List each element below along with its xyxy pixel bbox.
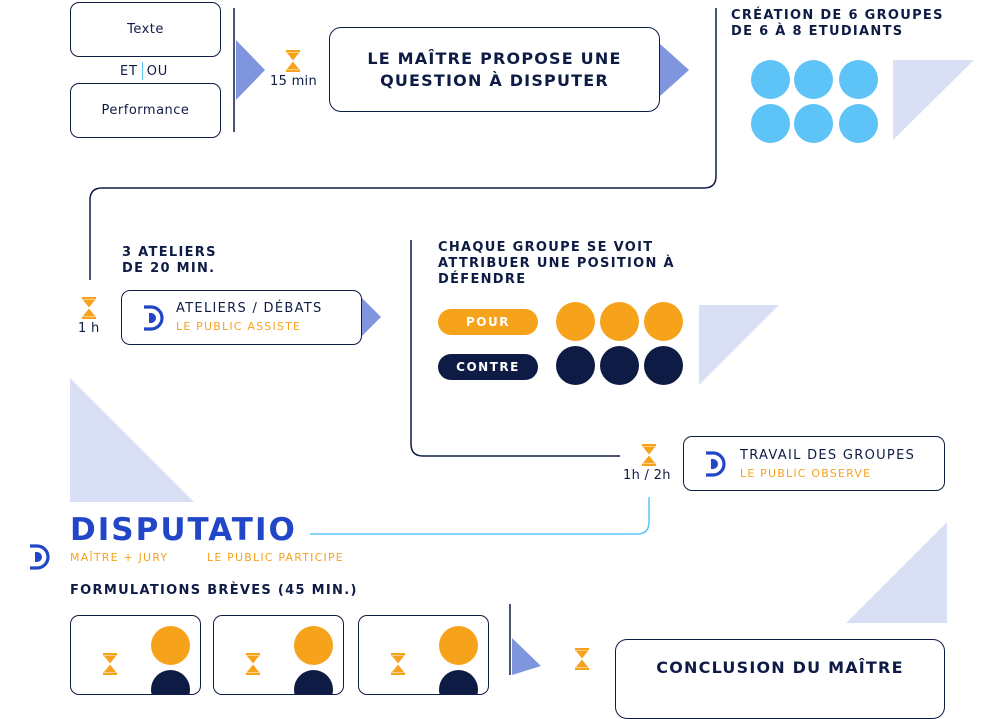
positions-heading-line3: DÉFENDRE [438,272,527,287]
flow-path-row1-to-row2 [89,8,717,280]
groups-heading-line2: DE 6 À 8 ETUDIANTS [731,24,904,39]
separator-et: ET [120,63,138,79]
workshops-card-title: ATELIERS / DÉBATS [176,301,323,316]
workshops-card: ATELIERS / DÉBATS LE PUBLIC ASSISTE [121,290,362,345]
separator-bar [141,62,143,80]
group-work-duration: 1h / 2h [623,468,671,483]
groups-heading-line1: CRÉATION DE 6 GROUPES [731,8,944,23]
flow-connectors [70,8,974,675]
decor-triangle [699,305,779,385]
option-performance-box: Performance [70,83,221,138]
conclusion-box: CONCLUSION DU MAÎTRE [615,639,945,719]
workshops-card-sub: LE PUBLIC ASSISTE [176,320,302,333]
positions-heading-line2: ATTRIBUER UNE POSITION À [438,256,675,271]
workshops-card-text: ATELIERS / DÉBATS LE PUBLIC ASSISTE [176,301,323,333]
positions-heading-line1: CHAQUE GROUPE SE VOIT [438,240,654,255]
option-performance-label: Performance [101,103,190,118]
group-work-card-sub: LE PUBLIC OBSERVE [740,467,872,480]
arrow-right-icon [362,298,381,336]
group-circle [794,104,833,143]
contre-circle [644,346,683,385]
group-work-card-text: TRAVAIL DES GROUPES LE PUBLIC OBSERVE [740,448,915,480]
arrow-right-icon [236,40,265,100]
group-circle [751,104,790,143]
workshops-heading: 3 ATELIERS DE 20 MIN. [122,245,217,277]
disputatio-logo-icon [30,544,50,570]
disputatio-sub-right: LE PUBLIC PARTICIPE [207,551,344,564]
contre-circle [600,346,639,385]
pour-circle [294,626,333,665]
step1-title-line1: LE MAÎTRE PROPOSE UNE [367,48,622,68]
workshops-duration: 1 h [78,321,100,336]
group-circle [794,60,833,99]
step1-duration: 15 min [270,74,317,89]
contre-circle [556,346,595,385]
hourglass-icon [82,297,96,319]
formulation-card [213,615,344,695]
group-circle [839,60,878,99]
option-texte-label: Texte [127,22,164,37]
hourglass-icon [642,444,656,466]
hourglass-icon [286,50,300,72]
workshops-heading-line2: DE 20 MIN. [122,261,216,276]
contre-circle [294,670,333,694]
group-circle [839,104,878,143]
pour-circle [600,302,639,341]
arrow-right-icon [659,43,689,97]
separator-ou: OU [146,63,169,79]
step1-title-box: LE MAÎTRE PROPOSE UNE QUESTION À DISPUTE… [329,27,660,112]
formulation-card [358,615,489,695]
hourglass-icon [391,653,405,675]
arrow-right-icon [512,638,541,675]
disputatio-sub-left: MAÎTRE + JURY [70,551,169,564]
group-circle [751,60,790,99]
pour-circle [439,626,478,665]
contre-label: CONTRE [456,360,520,374]
flow-path-positions [410,240,620,457]
pour-pill: POUR [438,309,538,335]
disputatio-logo-icon [144,305,164,331]
group-work-card: TRAVAIL DES GROUPES LE PUBLIC OBSERVE [683,436,945,491]
et-ou-separator: ET OU [120,62,168,80]
disputatio-title: DISPUTATIO [70,512,297,548]
disputatio-logo-icon [706,451,726,477]
pour-circle [556,302,595,341]
pour-label: POUR [466,315,510,329]
formulations-heading: FORMULATIONS BRÈVES (45 MIN.) [70,583,358,598]
decor-triangle [846,522,947,623]
decor-triangle [70,378,194,502]
option-texte-box: Texte [70,2,221,57]
formulation-card [70,615,201,695]
group-work-card-title: TRAVAIL DES GROUPES [740,448,916,463]
pour-circle [644,302,683,341]
flow-path-to-disputatio [310,497,650,535]
groups-heading: CRÉATION DE 6 GROUPES DE 6 À 8 ETUDIANTS [731,8,944,40]
pour-circle [151,626,190,665]
step1-title-line2: QUESTION À DISPUTER [380,70,609,90]
workshops-heading-line1: 3 ATELIERS [122,245,217,260]
contre-pill: CONTRE [438,354,538,380]
conclusion-title: CONCLUSION DU MAÎTRE [656,658,904,677]
hourglass-icon [103,653,117,675]
positions-heading: CHAQUE GROUPE SE VOIT ATTRIBUER UNE POSI… [438,240,675,288]
decor-triangle [893,60,974,140]
contre-circle [439,670,478,694]
hourglass-icon [246,653,260,675]
hourglass-icon [575,648,589,670]
contre-circle [151,670,190,694]
